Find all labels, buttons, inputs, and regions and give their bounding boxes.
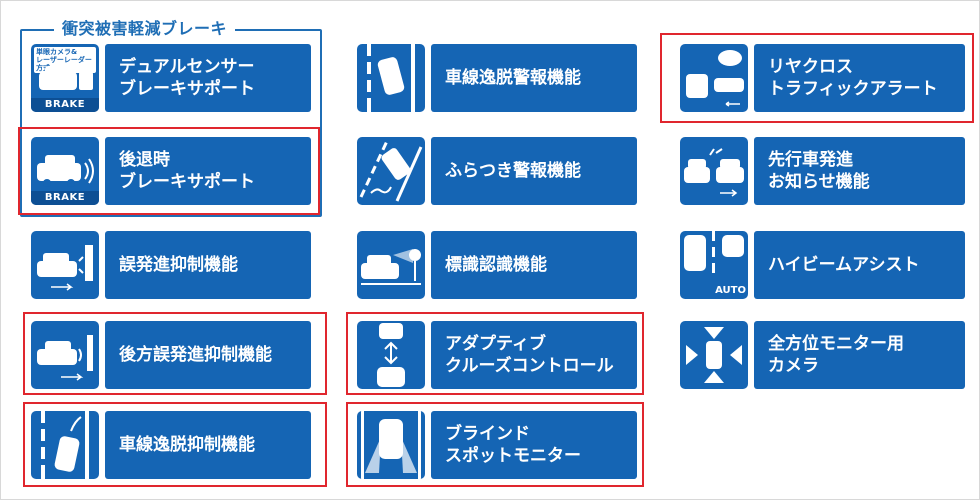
lane-car-icon [367,44,415,112]
tile-label: 車線逸脱抑制機能 [105,411,311,479]
auto-badge: AUTO [715,285,746,296]
bsm-icon [357,411,425,479]
tile-label: アダプティブ クルーズコントロール [431,321,637,389]
car-surround-icon [686,327,742,383]
tile-drowsy-warning[interactable]: ふらつき警報機能 [357,137,637,205]
lane-car-icon [41,411,89,479]
tile-blind-spot-monitor[interactable]: ブラインド スポットモニター [357,411,637,479]
tile-label: 後方誤発進抑制機能 [105,321,311,389]
highlight-reverse-brake [18,127,320,215]
tile-high-beam-assist[interactable]: AUTO ハイビームアシスト [680,231,965,299]
reverse-brake-icon: BRAKE [31,137,99,205]
swerving-car-icon [359,140,423,202]
brake-badge: BRAKE [31,98,99,112]
tile-label: 後退時 ブレーキサポート [105,137,311,205]
car-wall-icon [37,245,93,291]
acc-icon [357,321,425,389]
tile-lead-vehicle-departure[interactable]: 先行車発進 お知らせ機能 [680,137,965,205]
tile-label: 先行車発進 お知らせ機能 [754,137,965,205]
tile-label: デュアルセンサー ブレーキサポート [105,44,311,112]
tile-label: 誤発進抑制機能 [105,231,311,299]
tile-label: ハイビームアシスト [754,231,965,299]
lane-suppression-icon [31,411,99,479]
lane-warning-icon [357,44,425,112]
highlight-acc [346,312,644,395]
car-rear-icon [39,66,93,90]
tile-lane-departure-suppression[interactable]: 車線逸脱抑制機能 [31,411,311,479]
tile-label: ふらつき警報機能 [431,137,637,205]
tile-lane-departure-warning[interactable]: 車線逸脱警報機能 [357,44,637,112]
rear-misstart-icon [31,321,99,389]
tile-reverse-brake-support[interactable]: BRAKE 後退時 ブレーキサポート [31,137,311,205]
highlight-bsm [346,402,644,487]
cross-traffic-icon [686,50,744,107]
tile-sign-recognition[interactable]: 標識認識機能 [357,231,637,299]
highlight-lane-suppression [23,402,327,487]
car-side-icon [37,155,94,187]
tile-around-view-camera[interactable]: 全方位モニター用 カメラ [680,321,965,389]
tile-rear-cross-traffic-alert[interactable]: リヤクロス トラフィックアラート [680,44,965,112]
tile-label: 標識認識機能 [431,231,637,299]
following-cars-icon [377,323,405,387]
tile-dual-sensor-brake-support[interactable]: 単眼カメラ& レーザーレーダー方式 BRAKE デュアルセンサー ブレーキサポー… [31,44,311,112]
tile-rear-misstart-suppression[interactable]: 後方誤発進抑制機能 [31,321,311,389]
tile-misstart-suppression[interactable]: 誤発進抑制機能 [31,231,311,299]
high-beam-icon: AUTO [680,231,748,299]
tile-label: ブラインド スポットモニター [431,411,637,479]
sign-recognition-icon [357,231,425,299]
cars-lanes-icon [684,231,744,273]
car-rear-wall-icon [37,335,93,381]
brake-badge: BRAKE [31,191,99,205]
tile-label: 全方位モニター用 カメラ [754,321,965,389]
lead-departure-icon [680,137,748,205]
highlight-rear-misstart [23,312,327,395]
car-sign-icon [361,249,421,285]
dual-sensor-brake-icon: 単眼カメラ& レーザーレーダー方式 BRAKE [31,44,99,112]
tile-label: 車線逸脱警報機能 [431,44,637,112]
car-blind-spot-icon [361,411,421,479]
around-view-icon [680,321,748,389]
rcta-icon [680,44,748,112]
misstart-icon [31,231,99,299]
tile-adaptive-cruise-control[interactable]: アダプティブ クルーズコントロール [357,321,637,389]
tile-label: リヤクロス トラフィックアラート [754,44,965,112]
brake-group-title: 衝突被害軽減ブレーキ [54,19,236,39]
highlight-rcta [660,33,974,123]
cars-queue-icon [684,148,744,197]
drowsy-warning-icon [357,137,425,205]
